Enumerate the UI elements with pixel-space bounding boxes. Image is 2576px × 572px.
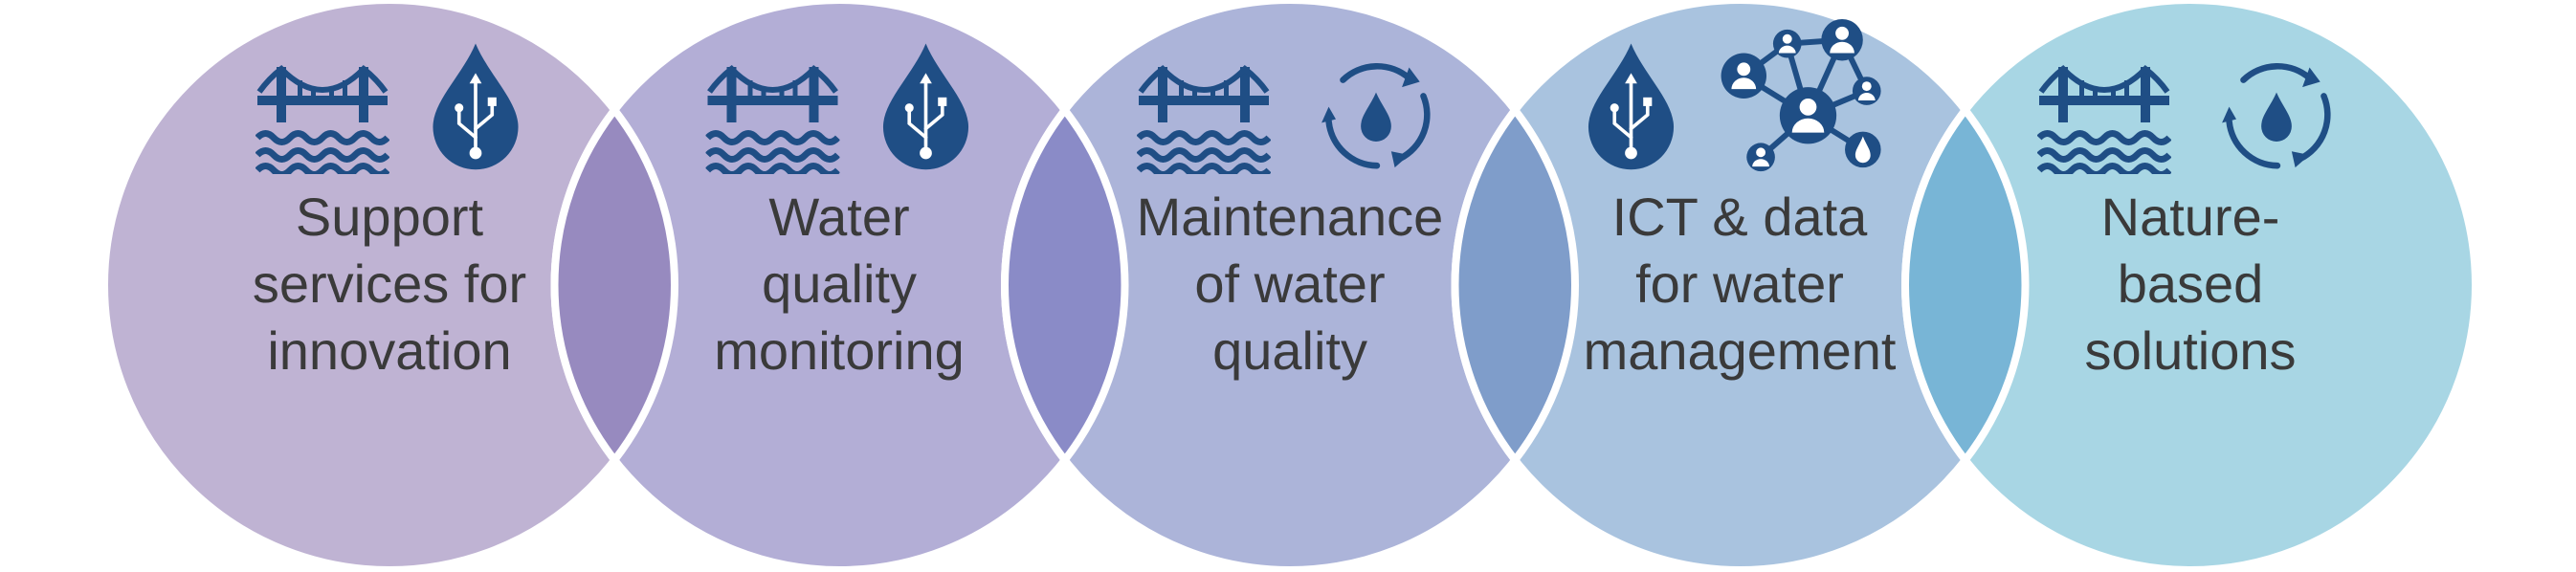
overlap-lens-maintenance: [1451, 103, 1579, 467]
overlap-lens-ict: [1901, 103, 2030, 467]
overlap-lens-support: [550, 103, 678, 467]
overlap-lens-quality-monitoring: [1001, 103, 1129, 467]
